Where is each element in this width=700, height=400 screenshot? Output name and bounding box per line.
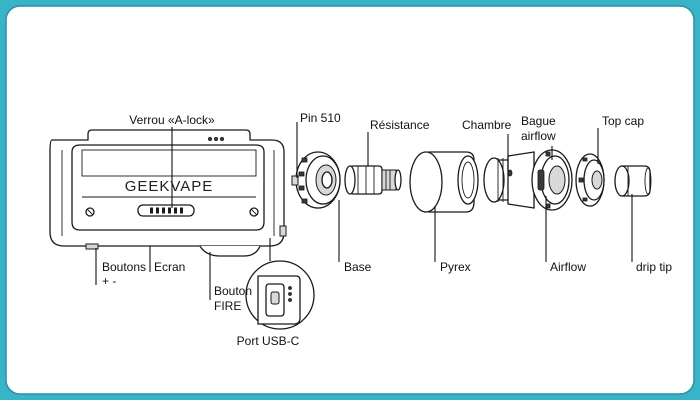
label-resistance: Résistance xyxy=(370,118,430,132)
usbc-zoom-bubble xyxy=(245,260,315,330)
pyrex-part xyxy=(409,151,479,213)
label-chambre: Chambre xyxy=(462,118,512,132)
pin-510 xyxy=(291,175,299,186)
label-base: Base xyxy=(344,260,372,274)
drip-tip-part xyxy=(614,165,652,197)
label-drip-tip: drip tip xyxy=(636,260,672,274)
label-airflow: Airflow xyxy=(550,260,586,274)
a-lock-slider xyxy=(137,204,195,217)
label-top-cap: Top cap xyxy=(602,114,644,128)
label-boutons-line2: + - xyxy=(102,274,116,288)
label-fire-line2: FIRE xyxy=(214,299,241,313)
label-bague-line2: airflow xyxy=(521,129,556,143)
brand-logo-text: GEEKVAPE xyxy=(125,178,214,195)
mod-device xyxy=(49,129,287,257)
label-a-lock: Verrou «A-lock» xyxy=(129,113,215,127)
label-usb-c: Port USB-C xyxy=(237,334,300,348)
base-part xyxy=(291,151,341,209)
label-ecran: Ecran xyxy=(154,260,185,274)
coil-part xyxy=(344,165,402,195)
top-cap-part xyxy=(575,153,605,207)
label-pyrex: Pyrex xyxy=(440,260,471,274)
airflow-ring-part xyxy=(531,149,573,211)
label-bague-line1: Bague xyxy=(521,114,556,128)
panel-background xyxy=(5,5,695,395)
chamber-part xyxy=(483,151,535,209)
label-fire-line1: Bouton xyxy=(214,284,252,298)
label-pin-510: Pin 510 xyxy=(300,111,341,125)
label-boutons-line1: Boutons xyxy=(102,260,146,274)
